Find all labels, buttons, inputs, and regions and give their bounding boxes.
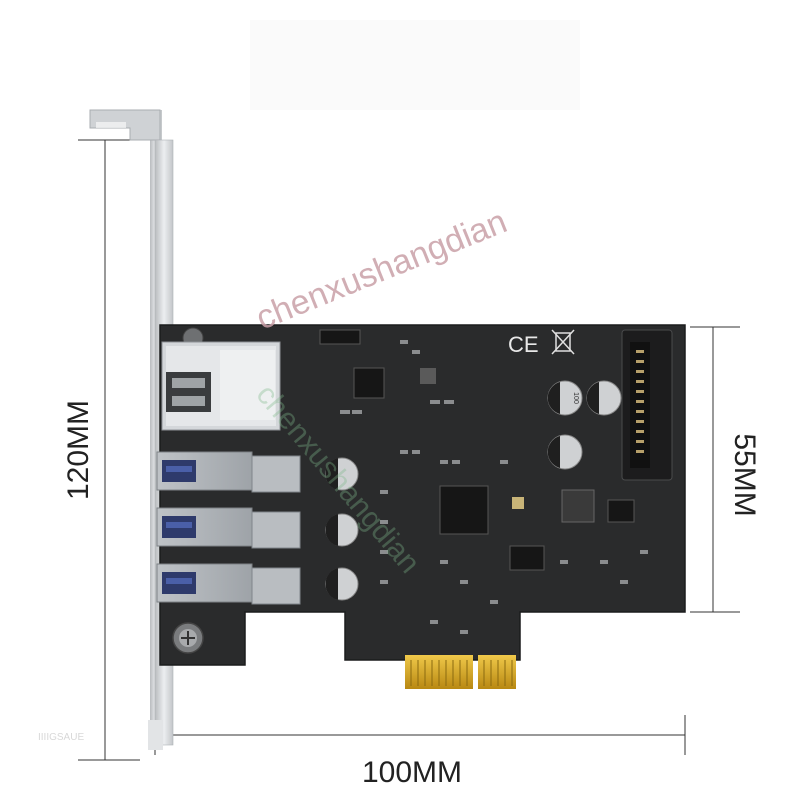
ic-chip bbox=[607, 499, 635, 523]
rj45-port bbox=[161, 341, 281, 431]
ic-chip bbox=[420, 368, 436, 384]
width-label: 100MM bbox=[362, 756, 462, 789]
section-dimension bbox=[690, 326, 740, 613]
width-dimension bbox=[154, 715, 686, 755]
inductor bbox=[561, 489, 595, 523]
watermark: chenxushangdian bbox=[251, 202, 512, 337]
usb-port bbox=[156, 451, 301, 493]
corner-mark: IIIIGSAUE bbox=[38, 732, 84, 743]
ce-mark: CE bbox=[508, 332, 539, 357]
capacitor bbox=[325, 513, 359, 547]
ethernet-chip bbox=[353, 367, 385, 399]
height-label: 120MM bbox=[62, 400, 95, 500]
pcie-connector bbox=[405, 655, 516, 689]
capacitor: 100 bbox=[547, 380, 583, 416]
capacitor bbox=[586, 380, 622, 416]
capacitor bbox=[547, 434, 583, 470]
usb-port bbox=[156, 507, 301, 549]
component bbox=[512, 497, 524, 509]
ic-chip bbox=[319, 329, 361, 345]
weee-icon bbox=[551, 329, 575, 355]
capacitor bbox=[325, 567, 359, 601]
svg-text:100: 100 bbox=[572, 392, 579, 404]
ic-chip bbox=[509, 545, 545, 571]
mounting-screw bbox=[172, 622, 204, 654]
sata-power-connector bbox=[621, 329, 673, 481]
capacitor bbox=[325, 457, 359, 491]
usb-port bbox=[156, 563, 301, 605]
main-controller-chip bbox=[439, 485, 489, 535]
section-label: 55MM bbox=[728, 433, 761, 516]
